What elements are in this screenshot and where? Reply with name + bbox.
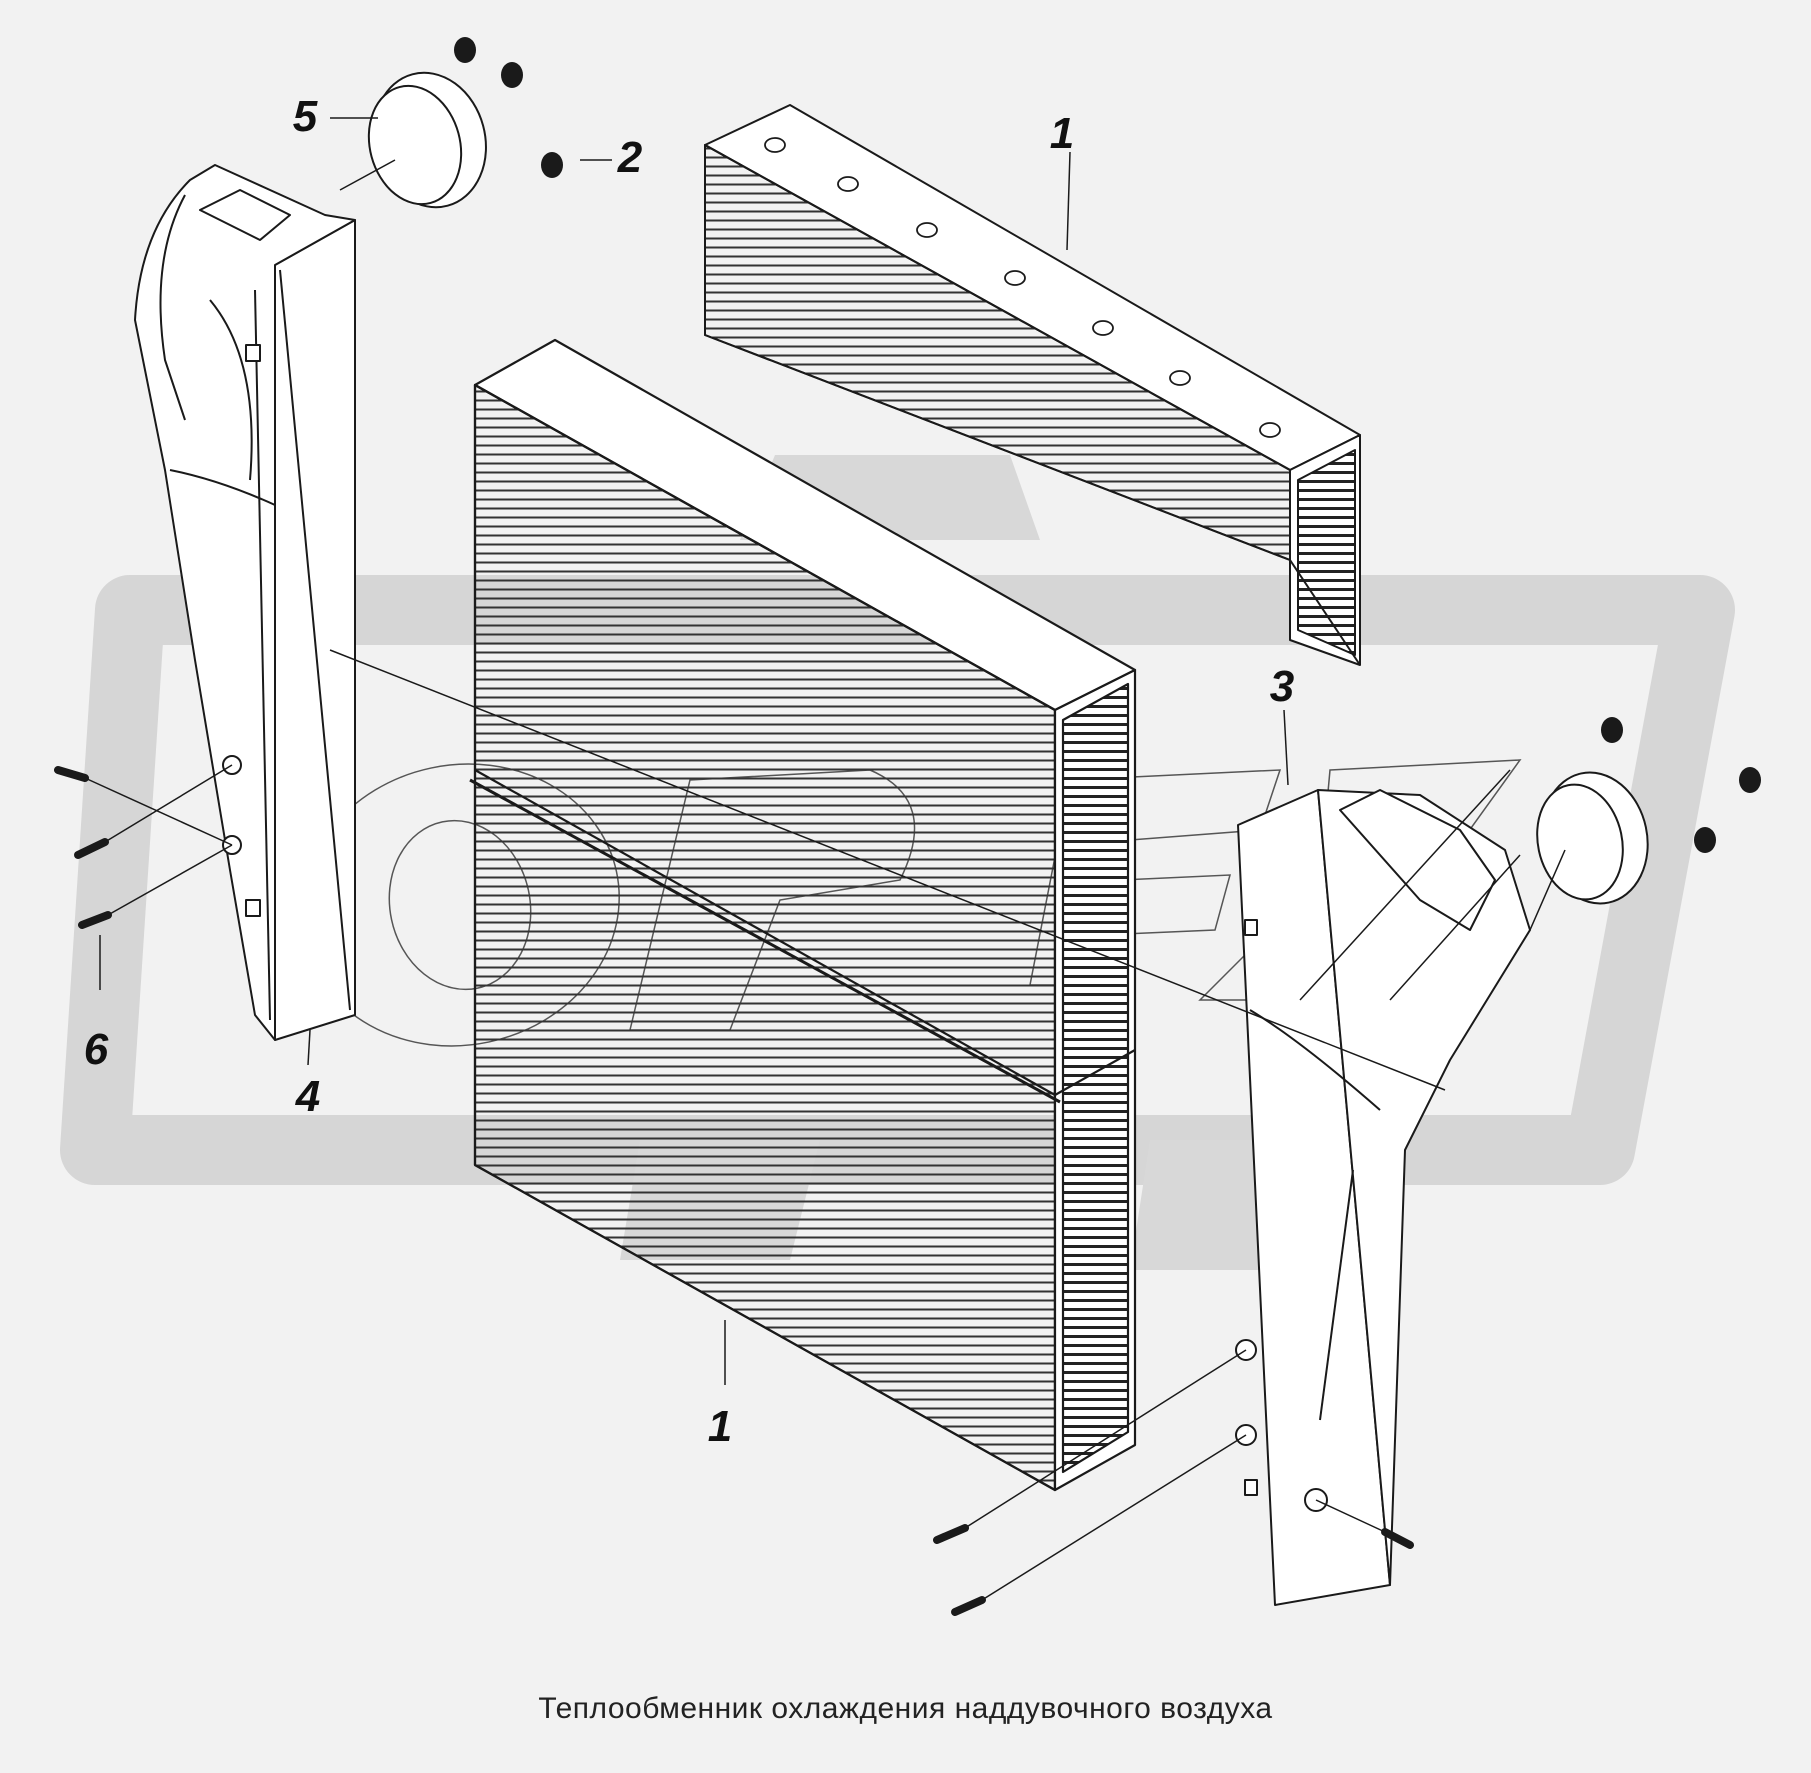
callout-right-tank: 3 xyxy=(1269,662,1295,711)
diagram-caption: Теплообменник охлаждения наддувочного во… xyxy=(538,1692,1273,1725)
callout-stud: 6 xyxy=(83,1025,109,1074)
callout-core-bottom: 1 xyxy=(707,1402,733,1451)
core-top-part xyxy=(704,104,1361,666)
stud-parts xyxy=(54,766,1414,1616)
callout-core-top: 1 xyxy=(1049,109,1075,158)
cap-parts xyxy=(367,71,1649,905)
callout-plug: 2 xyxy=(617,133,643,182)
right-tank-part xyxy=(1235,789,1531,1606)
callout-left-tank: 4 xyxy=(295,1072,321,1121)
plug-parts xyxy=(454,37,1761,853)
callout-cap: 5 xyxy=(292,92,318,141)
leader-lines xyxy=(84,117,1566,1601)
core-main-part xyxy=(469,338,1137,1492)
left-tank-part xyxy=(134,164,356,1041)
